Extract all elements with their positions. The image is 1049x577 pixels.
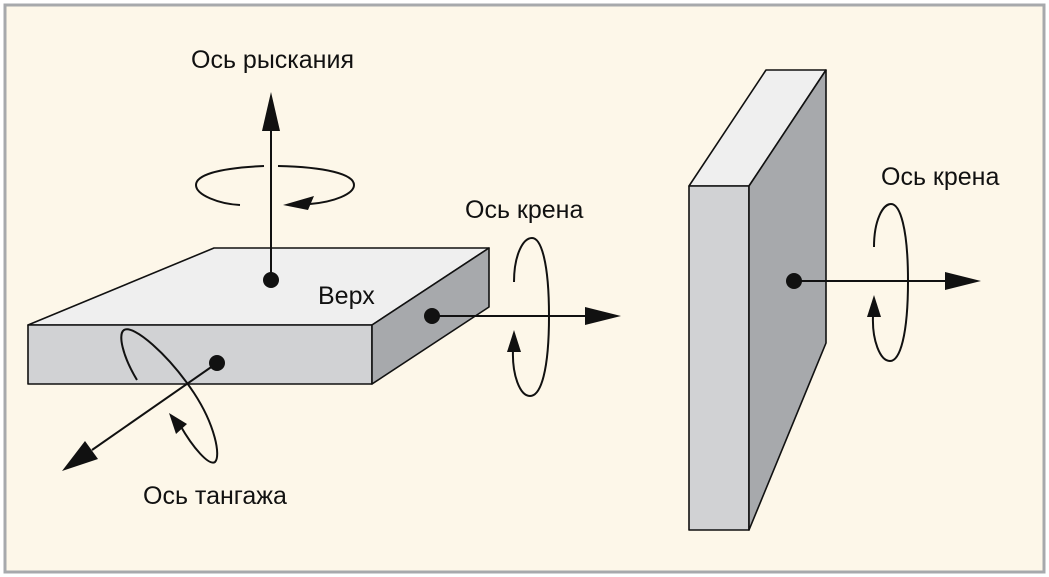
roll-right-rotation-loop: [871, 202, 910, 363]
yaw-axis: [194, 92, 356, 288]
pitch-axis-origin-dot: [209, 355, 225, 371]
yaw-rotation-arrowhead: [283, 196, 314, 210]
vertical-plate-front-face: [688, 185, 750, 531]
roll-axis-left-label: Ось крена: [465, 196, 583, 224]
roll-right-rotation-arrowhead: [867, 295, 881, 317]
yaw-rotation-loop-front: [277, 165, 356, 205]
yaw-axis-origin-dot: [263, 272, 279, 288]
pitch-rotation-loop: [120, 328, 219, 464]
roll-axis-left-origin-dot: [424, 308, 440, 324]
yaw-axis-arrowhead: [262, 92, 280, 131]
roll-axis-right-label: Ось крена: [881, 163, 999, 191]
vertical-plate-side-face: [748, 69, 827, 531]
horizontal-plate: [27, 247, 490, 385]
pitch-axis-label: Ось тангажа: [143, 482, 287, 510]
vertical-plate: [688, 69, 827, 531]
pitch-rotation-arrowhead: [169, 413, 187, 434]
roll-axis-right: [786, 202, 981, 363]
roll-axis-right-arrowhead: [945, 272, 981, 290]
roll-axis-left-arrowhead: [585, 307, 621, 325]
pitch-axis-line: [91, 362, 218, 451]
pitch-axis-arrowhead: [62, 441, 98, 471]
roll-axis-right-origin-dot: [786, 273, 802, 289]
roll-left-rotation-arrowhead: [507, 330, 521, 352]
yaw-axis-label: Ось рыскания: [191, 46, 354, 74]
roll-left-rotation-loop: [511, 236, 551, 398]
pitch-axis: [62, 328, 225, 471]
yaw-rotation-loop: [194, 165, 265, 206]
roll-axis-left: [424, 236, 621, 398]
top-face-label: Верх: [318, 282, 375, 310]
